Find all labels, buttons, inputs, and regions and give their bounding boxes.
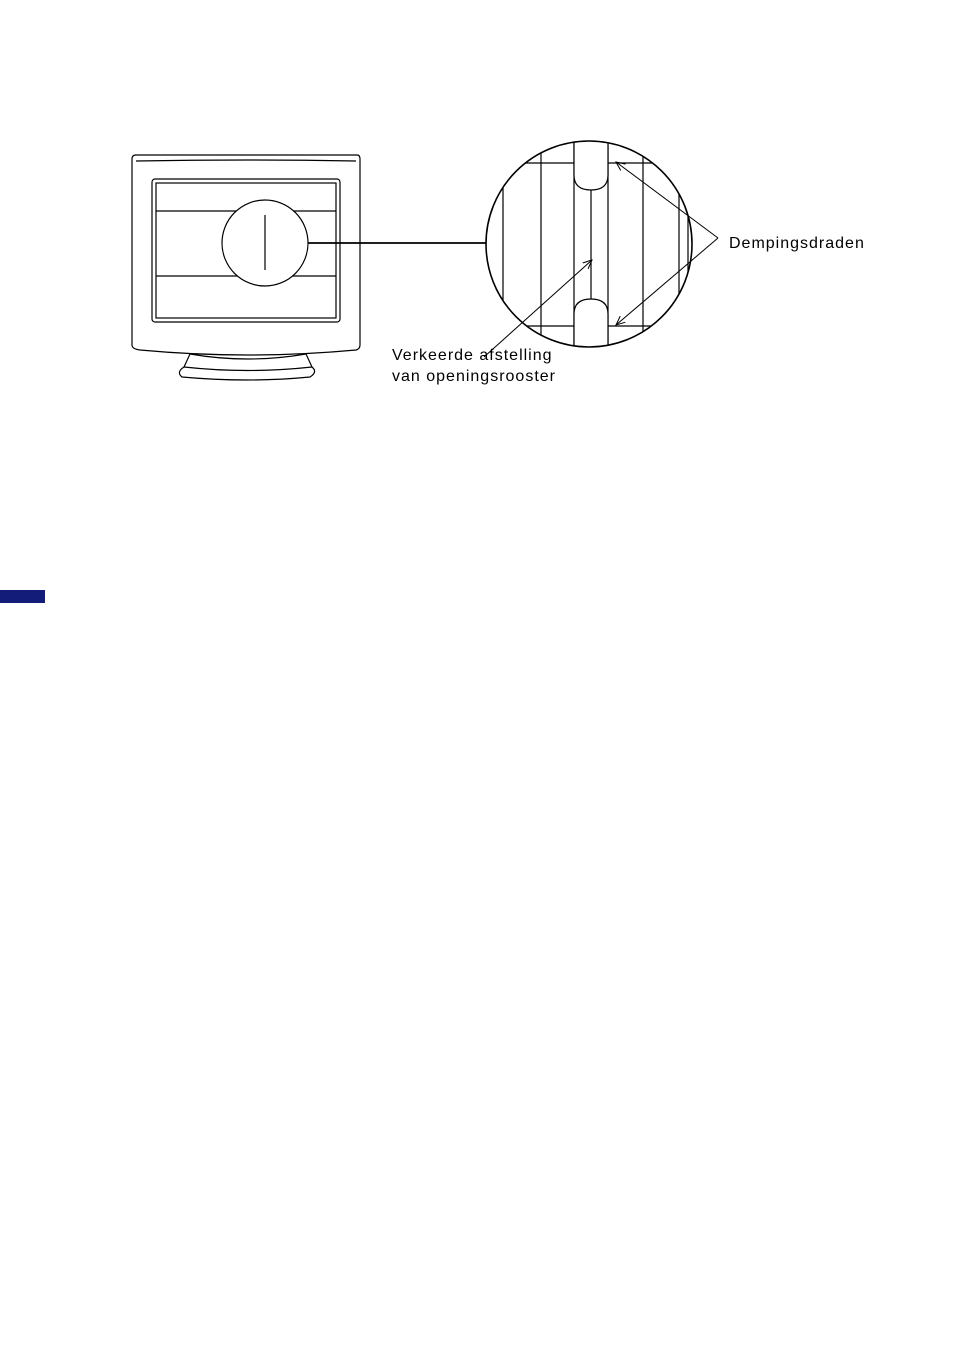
misalignment-label-line2: van openingsrooster: [392, 366, 556, 387]
damping-wires-label: Dempingsdraden: [729, 233, 865, 254]
aperture-slot-top: [574, 140, 608, 190]
screen-detail-circle: [222, 200, 308, 286]
monitor-bezel-top: [136, 160, 356, 161]
misalignment-label: Verkeerde afstelling van openingsrooster: [392, 345, 556, 387]
side-tab-marker: [0, 590, 45, 603]
misalignment-label-line1: Verkeerde afstelling: [392, 345, 556, 366]
aperture-slot-bottom: [574, 299, 608, 350]
monitor-neck: [184, 354, 312, 371]
zoom-circle: [480, 135, 700, 355]
